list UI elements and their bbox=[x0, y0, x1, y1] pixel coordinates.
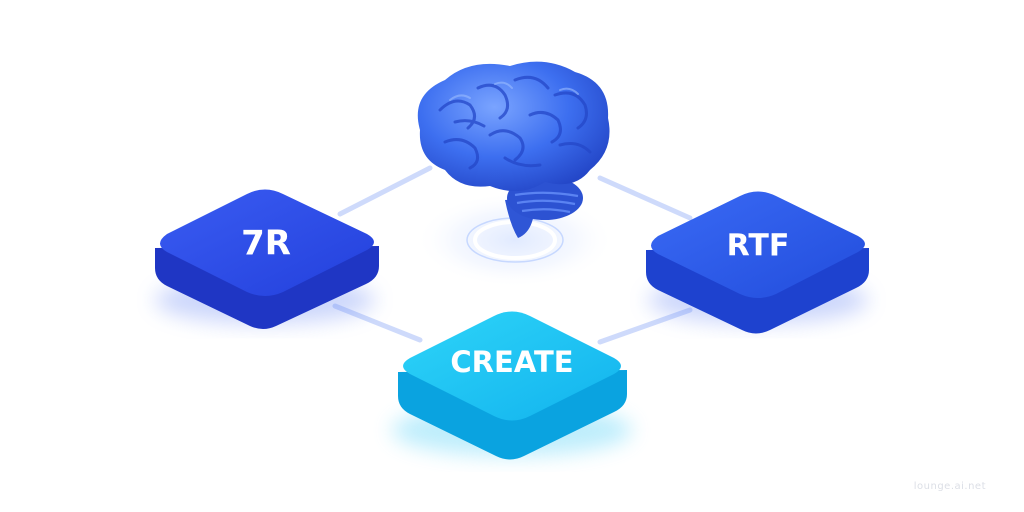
watermark: lounge.ai.net bbox=[913, 481, 986, 492]
node-7r[interactable]: 7R bbox=[155, 189, 379, 330]
node-create-label: CREATE bbox=[450, 345, 573, 379]
brain-icon bbox=[417, 61, 610, 238]
connector-brain-right bbox=[597, 175, 693, 221]
node-rtf[interactable]: RTF bbox=[646, 191, 869, 334]
node-rtf-label: RTF bbox=[727, 229, 790, 264]
node-create[interactable]: CREATE bbox=[392, 311, 632, 460]
connector-left-brain bbox=[337, 165, 433, 217]
node-7r-label: 7R bbox=[241, 224, 291, 264]
